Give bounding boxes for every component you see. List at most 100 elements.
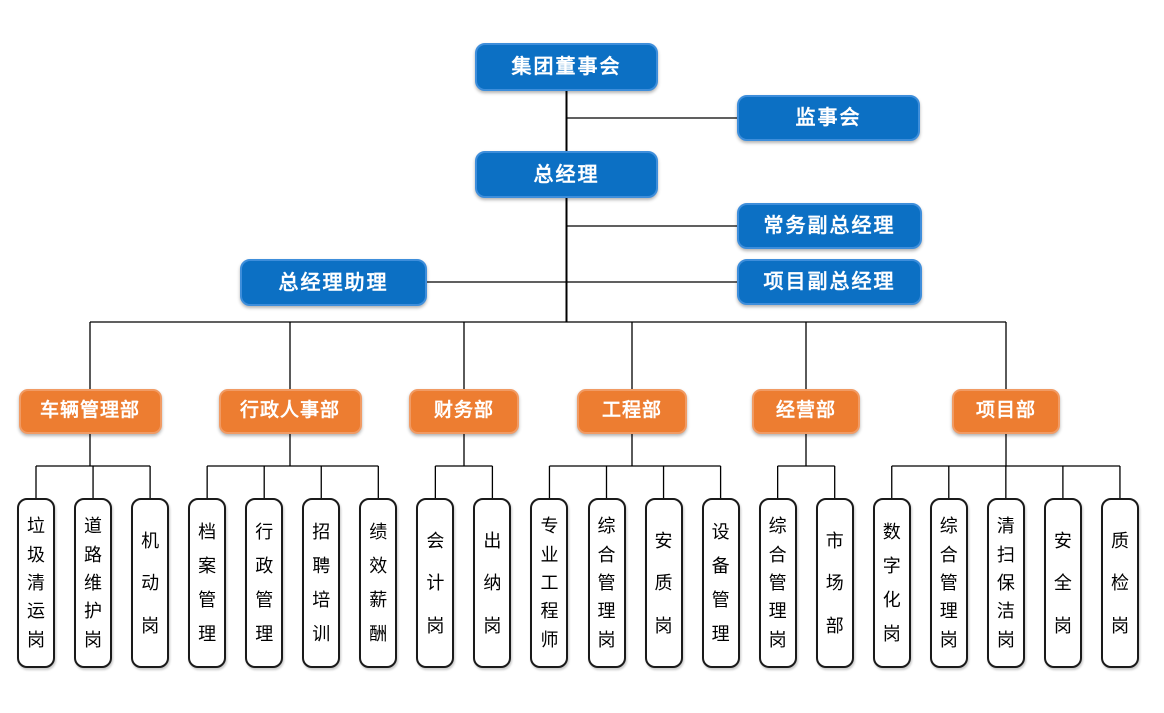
vertical-char: 岗 (1053, 615, 1072, 636)
node-label-vertical: 机动岗 (133, 500, 167, 666)
position-node-1-2: 招聘培训 (302, 498, 341, 668)
vertical-char: 清 (996, 516, 1015, 537)
node-label-vertical: 会计岗 (418, 500, 452, 666)
vertical-char: 道 (84, 516, 103, 537)
vertical-char: 护 (84, 601, 103, 622)
node-label: 集团董事会 (511, 56, 622, 78)
vertical-char: 数 (882, 522, 901, 542)
position-node-1-0: 档案管理 (188, 498, 227, 668)
department-node-3: 工程部 (577, 389, 687, 434)
node-label: 工程部 (601, 400, 662, 422)
supervisory-board-node: 监事会 (737, 95, 920, 141)
position-node-3-1: 综合管理岗 (587, 498, 626, 668)
vertical-char: 岗 (597, 629, 616, 650)
vertical-char: 岗 (84, 629, 103, 650)
vertical-char: 理 (939, 601, 958, 622)
position-node-2-0: 会计岗 (416, 498, 455, 668)
position-node-5-4: 质检岗 (1100, 498, 1139, 668)
vertical-char: 垃 (27, 516, 45, 537)
vertical-char: 岗 (939, 629, 958, 650)
node-label: 总经理 (533, 163, 600, 186)
gm-assistant-node: 总经理助理 (240, 259, 427, 306)
node-label: 行政人事部 (239, 400, 340, 422)
general-manager-node: 总经理 (475, 151, 658, 198)
vertical-char: 案 (198, 556, 217, 576)
vertical-char: 理 (255, 624, 274, 644)
vertical-char: 岗 (141, 615, 160, 636)
vertical-char: 全 (1053, 573, 1072, 593)
position-node-1-3: 绩效薪酬 (359, 498, 398, 668)
vertical-char: 效 (369, 556, 388, 576)
vertical-char: 综 (597, 516, 616, 537)
node-label: 常务副总经理 (763, 215, 896, 237)
vertical-char: 市 (825, 530, 844, 551)
vertical-char: 岗 (996, 629, 1015, 650)
node-label: 财务部 (433, 400, 494, 422)
node-label-vertical: 市场部 (818, 500, 852, 666)
position-node-3-0: 专业工程师 (530, 498, 569, 668)
vertical-char: 机 (141, 530, 160, 551)
node-label: 经营部 (775, 400, 836, 422)
position-node-1-1: 行政管理 (245, 498, 284, 668)
node-label-vertical: 安全岗 (1046, 500, 1080, 666)
vertical-char: 质 (1110, 530, 1129, 551)
vertical-char: 综 (939, 516, 958, 537)
vertical-char: 保 (996, 572, 1015, 593)
vertical-char: 培 (312, 590, 331, 610)
vertical-char: 管 (255, 590, 274, 610)
vertical-char: 综 (768, 516, 787, 537)
vertical-char: 清 (27, 572, 45, 593)
node-label: 监事会 (795, 107, 862, 129)
vertical-char: 圾 (27, 544, 45, 565)
node-label-vertical: 质检岗 (1103, 500, 1137, 666)
vertical-char: 备 (711, 556, 730, 576)
deputy-gm-node-0: 常务副总经理 (737, 203, 922, 249)
position-node-3-3: 设备管理 (701, 498, 740, 668)
node-label-vertical: 安质岗 (647, 500, 681, 666)
vertical-char: 洁 (996, 601, 1015, 622)
vertical-char: 岗 (426, 615, 445, 636)
node-label-vertical: 综合管理岗 (761, 500, 795, 666)
vertical-char: 管 (711, 590, 730, 610)
vertical-char: 合 (768, 544, 787, 565)
vertical-char: 设 (711, 522, 730, 542)
vertical-char: 管 (939, 572, 958, 593)
node-label-vertical: 综合管理岗 (590, 500, 624, 666)
vertical-char: 管 (597, 572, 616, 593)
position-node-3-2: 安质岗 (644, 498, 683, 668)
node-label-vertical: 道路维护岗 (76, 500, 110, 666)
position-node-4-0: 综合管理岗 (758, 498, 797, 668)
department-node-5: 项目部 (952, 389, 1060, 434)
deputy-gm-node-1: 项目副总经理 (737, 259, 922, 305)
node-label: 车辆管理部 (39, 400, 140, 422)
board-of-directors-node: 集团董事会 (475, 43, 658, 91)
node-label-vertical: 绩效薪酬 (361, 500, 395, 666)
node-label-vertical: 清扫保洁岗 (989, 500, 1023, 666)
vertical-char: 场 (825, 573, 844, 593)
vertical-char: 行 (255, 522, 274, 542)
node-label-vertical: 垃圾清运岗 (19, 500, 53, 666)
vertical-char: 质 (654, 573, 673, 593)
node-label-vertical: 数字化岗 (875, 500, 909, 666)
vertical-char: 政 (255, 556, 274, 576)
vertical-char: 字 (882, 556, 901, 576)
vertical-char: 路 (84, 544, 103, 565)
vertical-char: 招 (312, 522, 331, 542)
vertical-char: 训 (312, 624, 331, 644)
vertical-char: 纳 (483, 573, 502, 593)
vertical-char: 合 (597, 544, 616, 565)
position-node-5-2: 清扫保洁岗 (986, 498, 1025, 668)
node-label-vertical: 档案管理 (190, 500, 224, 666)
vertical-char: 合 (939, 544, 958, 565)
vertical-char: 运 (27, 601, 45, 622)
vertical-char: 理 (711, 624, 730, 644)
department-node-1: 行政人事部 (218, 389, 362, 434)
vertical-char: 岗 (768, 629, 787, 650)
vertical-char: 聘 (312, 556, 331, 576)
vertical-char: 管 (768, 572, 787, 593)
vertical-char: 程 (540, 601, 559, 622)
position-node-0-2: 机动岗 (131, 498, 170, 668)
vertical-char: 理 (597, 601, 616, 622)
department-node-2: 财务部 (409, 389, 519, 434)
